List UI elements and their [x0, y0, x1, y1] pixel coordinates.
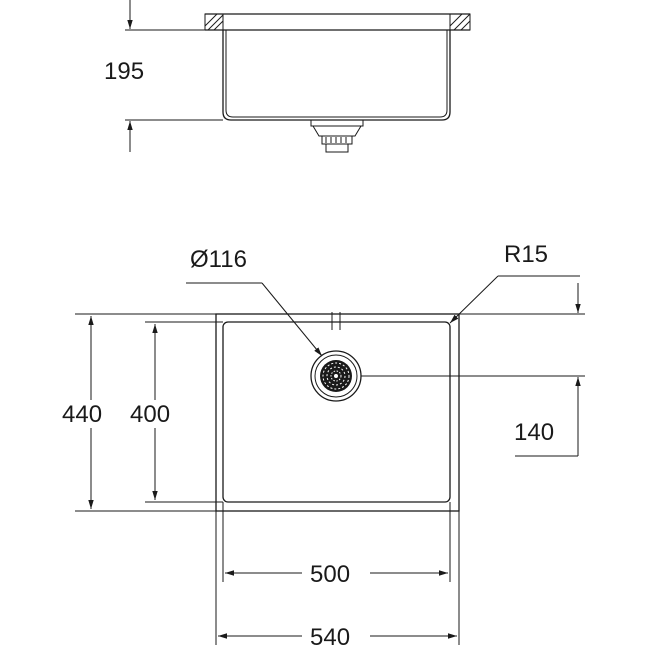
drain-diameter-label: Ø116: [190, 246, 247, 273]
side-view: 195: [104, 0, 471, 153]
left-rim-hatch: [204, 13, 224, 31]
inner-bowl: [222, 321, 451, 503]
drain-offset-dimension: [361, 283, 585, 457]
inner-depth-dimension: [145, 321, 223, 503]
drain-diameter-leader: [186, 282, 323, 357]
outer-width-label: 540: [310, 624, 350, 650]
side-drain-fitting: [310, 119, 364, 153]
right-rim-hatch: [449, 13, 471, 31]
height-dimension: [125, 0, 223, 152]
height-label: 195: [104, 58, 144, 85]
inner-width-dimension: [222, 502, 451, 582]
corner-radius-label: R15: [504, 241, 548, 268]
side-basin-inner: [225, 30, 448, 118]
inner-width-label: 500: [310, 561, 350, 588]
outer-depth-dimension: [75, 313, 216, 512]
outer-outline: [215, 313, 460, 512]
drain-offset-label: 140: [514, 419, 554, 446]
inner-depth-label: 400: [130, 401, 170, 428]
outer-depth-label: 440: [62, 401, 102, 428]
centre-mark: [326, 312, 346, 330]
drain-strainer: [310, 350, 362, 402]
corner-radius-leader: [449, 275, 580, 324]
side-basin-outer: [222, 30, 451, 121]
top-view: Ø116 R15 140 440: [62, 241, 585, 650]
outer-width-dimension: [215, 511, 460, 645]
